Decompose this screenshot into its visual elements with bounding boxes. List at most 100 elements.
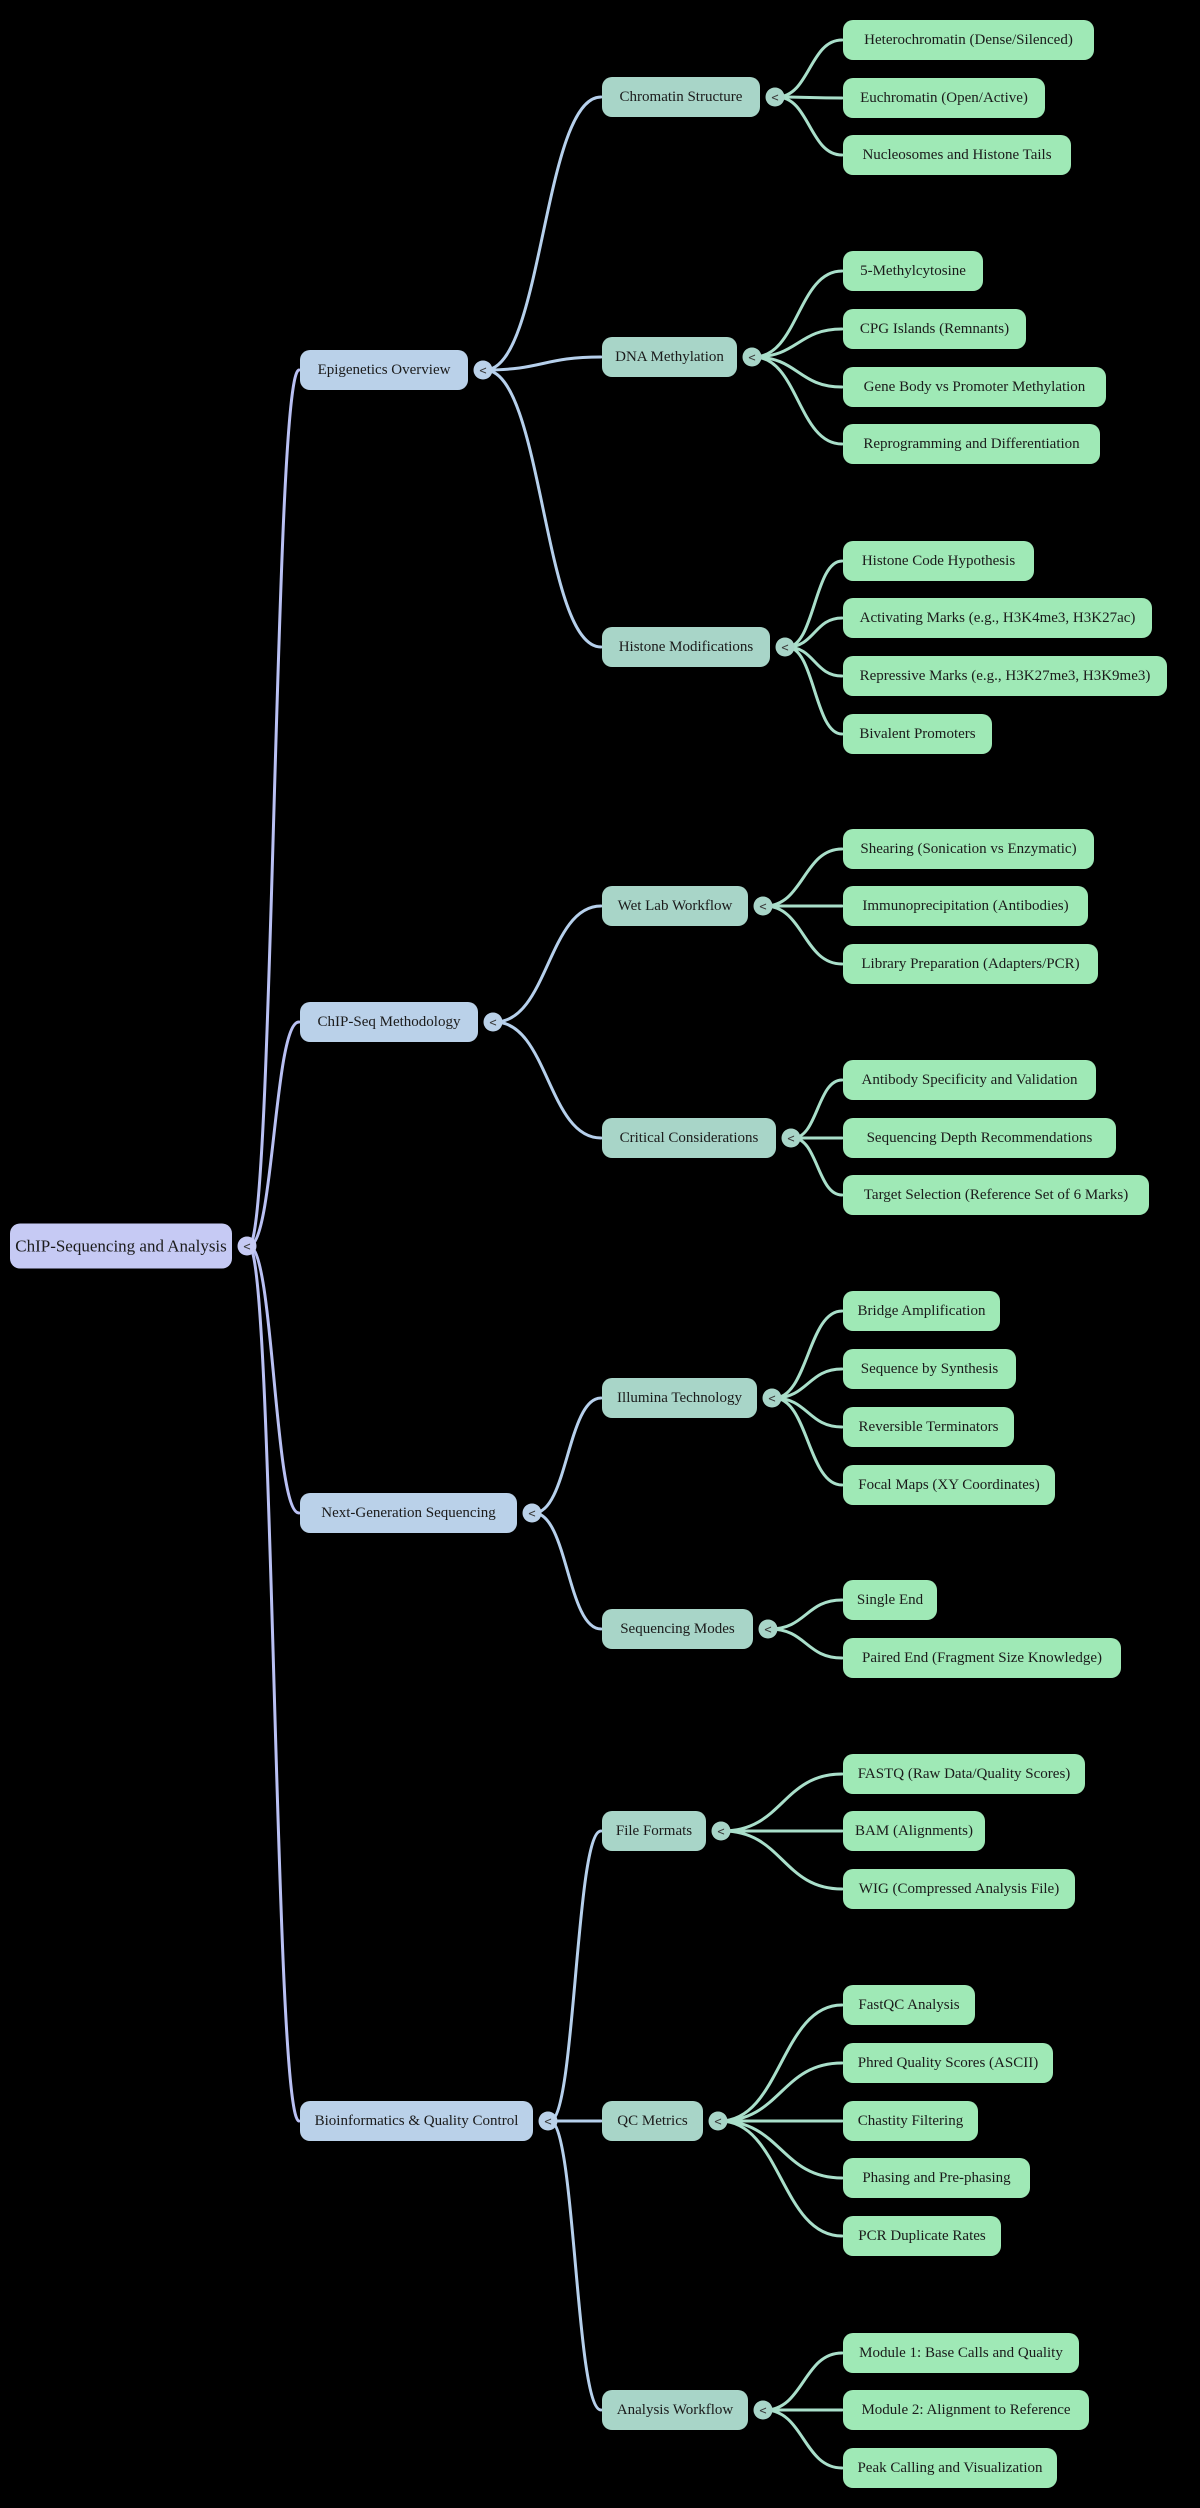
node-phred-quality-scores-ascii: Phred Quality Scores (ASCII): [843, 2043, 1053, 2083]
node-illumina-technology: Illumina Technology: [602, 1378, 757, 1418]
node-sequencing-modes: Sequencing Modes: [602, 1609, 753, 1649]
node-histone-modifications-collapse-toggle[interactable]: <: [775, 637, 795, 657]
mindmap-edge: [247, 368, 301, 1248]
node-heterochromatin-dense-silenced: Heterochromatin (Dense/Silenced): [843, 20, 1094, 60]
node-cpg-islands-remnants: CPG Islands (Remnants): [843, 309, 1026, 349]
node-library-preparation-adapters-pcr: Library Preparation (Adapters/PCR): [843, 944, 1098, 984]
node-critical-considerations: Critical Considerations: [602, 1118, 776, 1158]
node-wig-compressed-analysis-file: WIG (Compressed Analysis File): [843, 1869, 1075, 1909]
node-bridge-amplification: Bridge Amplification: [843, 1291, 1000, 1331]
mindmap-edge: [718, 2061, 844, 2123]
node-dna-methylation: DNA Methylation: [602, 337, 737, 377]
node-module-2-alignment-to-reference: Module 2: Alignment to Reference: [843, 2390, 1089, 2430]
node-wet-lab-workflow-collapse-toggle[interactable]: <: [753, 896, 773, 916]
mindmap-edge: [247, 1244, 301, 1515]
node-next-generation-sequencing: Next-Generation Sequencing: [300, 1493, 517, 1533]
node-chip-sequencing-and-analysis: ChIP-Sequencing and Analysis: [10, 1223, 232, 1269]
node-analysis-workflow: Analysis Workflow: [602, 2390, 748, 2430]
node-gene-body-vs-promoter-methylation: Gene Body vs Promoter Methylation: [843, 367, 1106, 407]
node-epigenetics-overview: Epigenetics Overview: [300, 350, 468, 390]
node-activating-marks-e-g-h3k4me3-h3k27ac: Activating Marks (e.g., H3K4me3, H3K27ac…: [843, 598, 1152, 638]
mindmap-edge: [752, 355, 844, 389]
mindmap-edge: [772, 1396, 844, 1487]
mindmap-edge: [548, 1829, 603, 2123]
node-chastity-filtering: Chastity Filtering: [843, 2101, 978, 2141]
node-paired-end-fragment-size-knowledge: Paired End (Fragment Size Knowledge): [843, 1638, 1121, 1678]
node-target-selection-reference-set-of-6-marks: Target Selection (Reference Set of 6 Mar…: [843, 1175, 1149, 1215]
mindmap-edge: [718, 2003, 844, 2123]
node-bam-alignments: BAM (Alignments): [843, 1811, 985, 1851]
node-epigenetics-overview-collapse-toggle[interactable]: <: [473, 360, 493, 380]
mindmap-edge: [768, 1627, 844, 1660]
node-peak-calling-and-visualization: Peak Calling and Visualization: [843, 2448, 1057, 2488]
node-critical-considerations-collapse-toggle[interactable]: <: [781, 1128, 801, 1148]
node-repressive-marks-e-g-h3k27me3-h3k9me3: Repressive Marks (e.g., H3K27me3, H3K9me…: [843, 656, 1167, 696]
node-pcr-duplicate-rates: PCR Duplicate Rates: [843, 2216, 1001, 2256]
node-fastqc-analysis: FastQC Analysis: [843, 1985, 975, 2025]
node-analysis-workflow-collapse-toggle[interactable]: <: [753, 2400, 773, 2420]
node-sequence-by-synthesis: Sequence by Synthesis: [843, 1349, 1016, 1389]
node-histone-code-hypothesis: Histone Code Hypothesis: [843, 541, 1034, 581]
mindmap-edge: [775, 95, 844, 157]
mindmap-edge: [493, 904, 603, 1024]
mindmap-edge: [718, 2119, 844, 2180]
node-euchromatin-open-active: Euchromatin (Open/Active): [843, 78, 1045, 118]
node-next-generation-sequencing-collapse-toggle[interactable]: <: [522, 1503, 542, 1523]
mindmap-edge: [772, 1309, 844, 1400]
mindmap-edge: [763, 2351, 844, 2412]
node-file-formats: File Formats: [602, 1811, 706, 1851]
node-qc-metrics-collapse-toggle[interactable]: <: [708, 2111, 728, 2131]
mindmap-edge: [752, 327, 844, 359]
mindmap-edge: [763, 2408, 844, 2470]
node-qc-metrics: QC Metrics: [602, 2101, 703, 2141]
node-sequencing-modes-collapse-toggle[interactable]: <: [758, 1619, 778, 1639]
mindmap-edge: [718, 2119, 844, 2238]
mindmap-edge: [791, 1136, 844, 1197]
node-chip-seq-methodology-collapse-toggle[interactable]: <: [483, 1012, 503, 1032]
mindmap-edge: [785, 559, 844, 649]
mindmap-edge: [763, 904, 844, 966]
node-reprogramming-and-differentiation: Reprogramming and Differentiation: [843, 424, 1100, 464]
mindmap-edge: [721, 1772, 844, 1833]
mindmap-edge: [768, 1598, 844, 1631]
mindmap-edge: [483, 368, 603, 649]
mindmap-edge: [721, 1829, 844, 1891]
mindmap-edge: [483, 95, 603, 372]
node-bioinformatics-quality-control: Bioinformatics & Quality Control: [300, 2101, 533, 2141]
mindmap-edge: [772, 1367, 844, 1400]
node-nucleosomes-and-histone-tails: Nucleosomes and Histone Tails: [843, 135, 1071, 175]
node-focal-maps-xy-coordinates: Focal Maps (XY Coordinates): [843, 1465, 1055, 1505]
mindmap-edge: [763, 847, 844, 908]
node-dna-methylation-collapse-toggle[interactable]: <: [742, 347, 762, 367]
node-file-formats-collapse-toggle[interactable]: <: [711, 1821, 731, 1841]
node-sequencing-depth-recommendations: Sequencing Depth Recommendations: [843, 1118, 1116, 1158]
node-immunoprecipitation-antibodies: Immunoprecipitation (Antibodies): [843, 886, 1088, 926]
mindmap-edge: [785, 645, 844, 736]
node-bioinformatics-quality-control-collapse-toggle[interactable]: <: [538, 2111, 558, 2131]
node-shearing-sonication-vs-enzymatic: Shearing (Sonication vs Enzymatic): [843, 829, 1094, 869]
mindmap-edge: [247, 1244, 301, 2123]
mindmap-edge: [493, 1020, 603, 1140]
mindmap-edge: [548, 2119, 603, 2412]
node-fastq-raw-data-quality-scores: FASTQ (Raw Data/Quality Scores): [843, 1754, 1085, 1794]
node-chip-sequencing-and-analysis-collapse-toggle[interactable]: <: [237, 1236, 257, 1256]
node-bivalent-promoters: Bivalent Promoters: [843, 714, 992, 754]
node-chromatin-structure: Chromatin Structure: [602, 77, 760, 117]
node-illumina-technology-collapse-toggle[interactable]: <: [762, 1388, 782, 1408]
mindmap-edge: [532, 1511, 603, 1631]
mindmap-edge: [791, 1078, 844, 1140]
node-wet-lab-workflow: Wet Lab Workflow: [602, 886, 748, 926]
node-chromatin-structure-collapse-toggle[interactable]: <: [765, 87, 785, 107]
mindmap-edge: [752, 355, 844, 446]
node-antibody-specificity-and-validation: Antibody Specificity and Validation: [843, 1060, 1096, 1100]
node-reversible-terminators: Reversible Terminators: [843, 1407, 1014, 1447]
node-module-1-base-calls-and-quality: Module 1: Base Calls and Quality: [843, 2333, 1079, 2373]
node-single-end: Single End: [843, 1580, 937, 1620]
node-5-methylcytosine: 5-Methylcytosine: [843, 251, 983, 291]
mindmap-edge: [775, 38, 844, 99]
mindmap-edge: [752, 269, 844, 359]
node-chip-seq-methodology: ChIP-Seq Methodology: [300, 1002, 478, 1042]
mindmap-edge: [532, 1396, 603, 1515]
